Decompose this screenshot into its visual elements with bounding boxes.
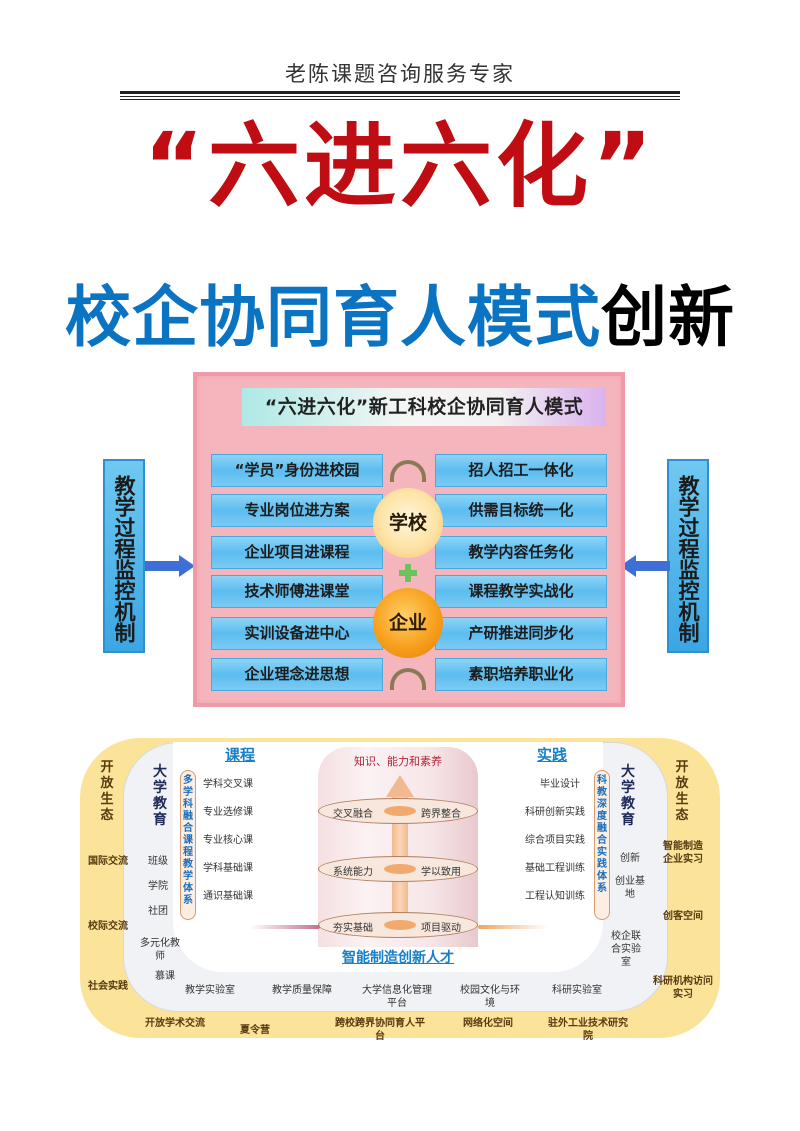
ring-knob <box>384 806 416 816</box>
course-item: 学科基础课 <box>203 863 253 874</box>
practice-item: 毕业设计 <box>540 779 580 790</box>
header-divider <box>120 91 680 94</box>
right-item: 供需目标统一化 <box>435 494 607 527</box>
ring-knob <box>384 864 416 874</box>
outer-left-title: 开放生态 <box>100 760 114 823</box>
outer-bottom-item: 跨校跨界协同育人平台 <box>335 1018 425 1042</box>
left-item: 专业岗位进方案 <box>211 494 383 527</box>
course-item: 通识基础课 <box>203 891 253 902</box>
course-system: 多学科融合课程教学体系 <box>180 770 196 920</box>
outer-bottom-item: 驻外工业技术研究院 <box>548 1018 628 1042</box>
mid-bottom-item: 大学信息化管理平台 <box>362 985 432 1009</box>
arrow-left-icon <box>620 555 670 577</box>
outer-bottom-item: 开放学术交流 <box>145 1018 205 1029</box>
right-item: 招人招工一体化 <box>435 454 607 487</box>
right-item: 产研推进同步化 <box>435 617 607 650</box>
mid-left-item: 社团 <box>148 906 168 917</box>
practice-item: 工程认知训练 <box>525 891 585 902</box>
ring-left-label: 交叉融合 <box>333 809 373 820</box>
left-item: 企业理念进思想 <box>211 658 383 691</box>
subtitle: 校企协同育人模式创新 <box>0 278 800 358</box>
ring-knob <box>384 920 416 930</box>
practice-item: 科研创新实践 <box>525 807 585 818</box>
left-item: “学员”身份进校园 <box>211 454 383 487</box>
mid-right-item: 创新 <box>620 853 640 864</box>
up-arrow-head-icon <box>386 775 414 797</box>
outer-right-title: 开放生态 <box>675 760 689 823</box>
outer-left-item: 社会实践 <box>88 981 128 992</box>
ring-left-label: 系统能力 <box>333 867 373 878</box>
practice-item: 基础工程训练 <box>525 863 585 874</box>
school-circle: 学校 <box>373 488 443 558</box>
course-item: 学科交叉课 <box>203 779 253 790</box>
header-divider <box>120 99 680 100</box>
mid-left-item: 多元化教师 <box>140 938 180 962</box>
outer-left-item: 校际交流 <box>88 921 128 932</box>
core-top-label: 知识、能力和素养 <box>354 755 442 768</box>
arrow-right-icon <box>145 555 195 577</box>
subtitle-blue: 校企协同育人模式 <box>65 279 601 356</box>
swoosh-decoration <box>250 925 320 929</box>
right-item: 素职培养职业化 <box>435 658 607 691</box>
outer-left-item: 国际交流 <box>88 856 128 867</box>
core-bottom-label: 智能制造创新人才 <box>342 950 454 966</box>
mid-bottom-item: 科研实验室 <box>552 985 602 996</box>
header-title: 老陈课题咨询服务专家 <box>285 62 515 86</box>
outer-right-item: 创客空间 <box>663 911 703 922</box>
curved-arrow-icon <box>390 668 426 690</box>
outer-bottom-item: 夏令营 <box>240 1025 270 1036</box>
right-item: 教学内容任务化 <box>435 536 607 569</box>
company-circle: 企业 <box>373 588 443 658</box>
ring-left-label: 夯实基础 <box>333 923 373 934</box>
left-item: 实训设备进中心 <box>211 617 383 650</box>
mid-bottom-item: 教学实验室 <box>185 985 235 996</box>
monitor-mechanism-left: 教学过程监控机制 <box>103 459 145 653</box>
mid-left-title: 大学教育 <box>153 764 167 828</box>
ring-right-label: 项目驱动 <box>421 923 461 934</box>
course-item: 专业选修课 <box>203 807 253 818</box>
mid-bottom-item: 校园文化与环境 <box>460 985 520 1009</box>
model-diagram: “六进六化”新工科校企协同育人模式 “学员”身份进校园 专业岗位进方案 企业项目… <box>193 372 625 707</box>
main-title: “六进六化” <box>143 113 657 220</box>
mid-left-item: 学院 <box>148 881 168 892</box>
ring-right-label: 学以致用 <box>421 867 461 878</box>
header-divider <box>120 96 680 97</box>
ring-right-label: 跨界整合 <box>421 809 461 820</box>
mid-right-item: 创业基地 <box>615 876 645 900</box>
monitor-mechanism-right: 教学过程监控机制 <box>667 459 709 653</box>
practice-title: 实践 <box>537 746 568 764</box>
mid-right-title: 大学教育 <box>621 764 635 828</box>
mid-right-item: 校企联合实验室 <box>611 931 641 968</box>
course-title: 课程 <box>225 746 256 764</box>
left-item: 企业项目进课程 <box>211 536 383 569</box>
mid-left-item: 班级 <box>148 856 168 867</box>
model-title: “六进六化”新工科校企协同育人模式 <box>242 388 606 426</box>
plus-icon <box>399 564 417 582</box>
right-item: 课程教学实战化 <box>435 575 607 608</box>
curved-arrow-icon <box>390 460 426 482</box>
mid-left-item: 慕课 <box>155 971 175 982</box>
swoosh-decoration <box>478 925 548 929</box>
course-item: 专业核心课 <box>203 835 253 846</box>
practice-system: 科教深度融合实践体系 <box>594 770 610 920</box>
mid-bottom-item: 教学质量保障 <box>272 985 332 996</box>
outer-right-item: 智能制造企业实习 <box>663 841 703 865</box>
practice-item: 综合项目实践 <box>525 835 585 846</box>
subtitle-black: 创新 <box>601 279 735 356</box>
outer-right-item: 科研机构访问实习 <box>653 976 713 1000</box>
left-item: 技术师傅进课堂 <box>211 575 383 608</box>
outer-bottom-item: 网络化空间 <box>463 1018 513 1029</box>
